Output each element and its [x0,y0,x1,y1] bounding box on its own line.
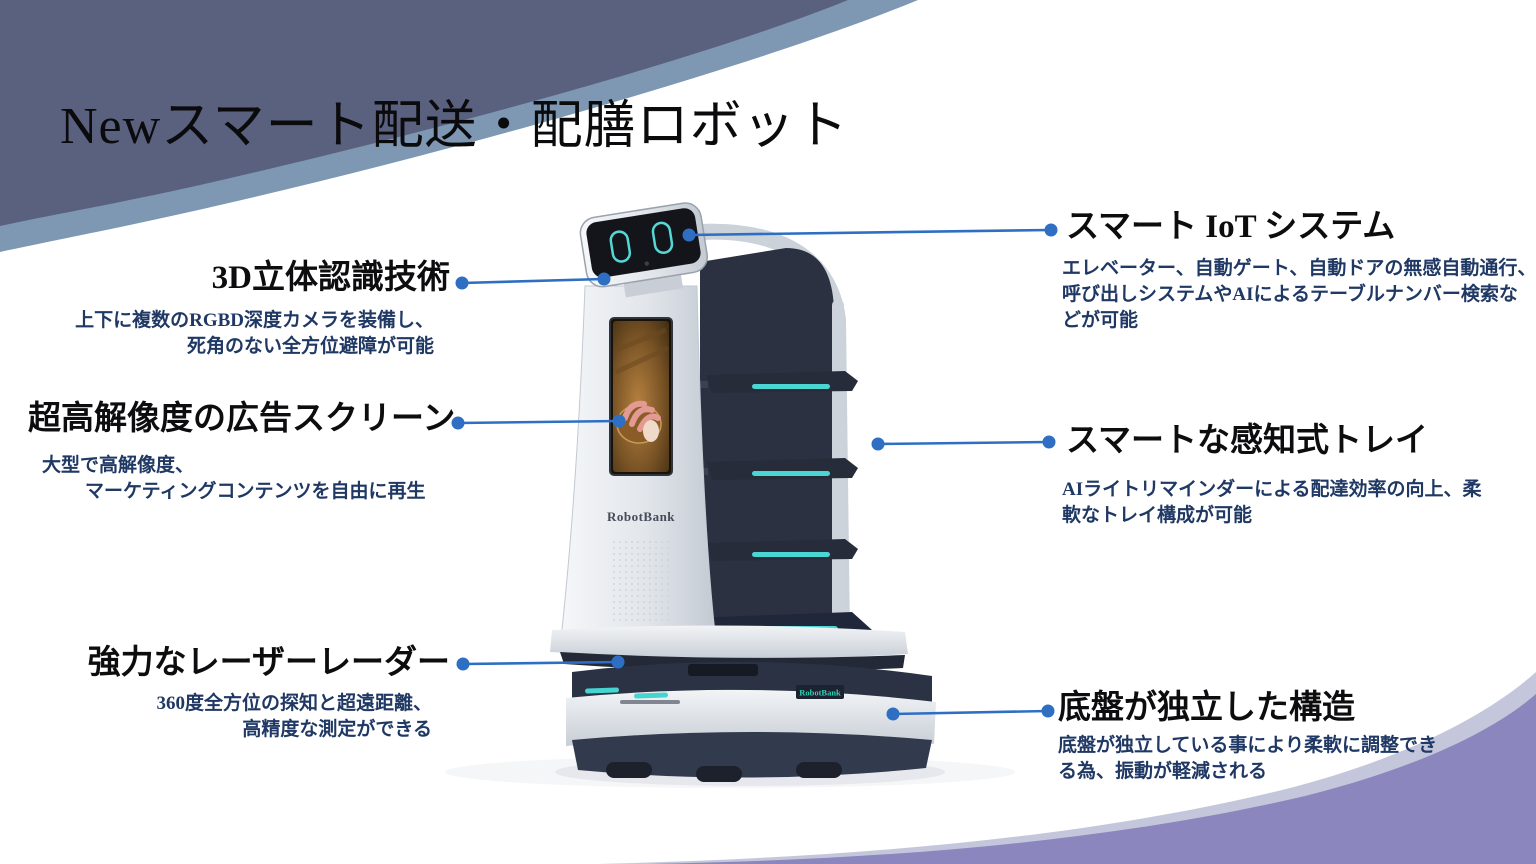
callout-line-iot [682,223,1058,242]
tray-shelf-3 [676,539,858,561]
pillar-brand-text: RobotBank [607,509,675,524]
callout-body-line: 高精度な測定ができる [242,719,432,740]
callout-body-line: 上下に複数のRGBD深度カメラを装備し、 [75,310,434,331]
bottom-right-swoosh-purple [648,694,1536,864]
connector-line [688,228,1052,237]
tray-led-strip [752,471,830,476]
connector-line [877,440,1050,446]
head-camera-dot [644,261,650,266]
callout-heading: スマート IoT システム [1066,209,1396,245]
callout-sensing-tray: スマートな感知式トレイ AIライトリマインダーによる配達効率の向上、柔 軟なトレ… [1062,421,1482,529]
callout-body: AIライトリマインダーによる配達効率の向上、柔 軟なトレイ構成が可能 [1062,477,1482,529]
callout-body: 底盤が独立している事により柔軟に調整でき る為、振動が軽減される [1058,733,1437,785]
connector-dot [886,707,900,721]
callout-line-base [886,704,1055,721]
callout-heading: 底盤が独立した構造 [1058,690,1355,726]
connector-dot [597,272,611,286]
tray-led-strip [752,552,830,557]
connector-dot [611,655,625,669]
callout-body: 上下に複数のRGBD深度カメラを装備し、 死角のない全方位避障が可能 [75,308,434,360]
eye-left [609,230,632,263]
callout-body: エレベーター、自動ゲート、自動ドアの無感自動通行、 呼び出しシステムやAIによる… [1062,256,1536,334]
pillar-speaker-grill [612,540,672,622]
callout-body-line: 軟なトレイ構成が可能 [1062,505,1253,526]
callout-heading: 強力なレーザーレーダー [87,645,450,681]
callout-body-line: 死角のない全方位避障が可能 [186,336,434,357]
base-vent [620,700,680,704]
connector-dot [1042,435,1056,449]
wheel [606,762,652,778]
callout-body: 大型で高解像度、 マーケティングコンテンツを自由に再生 [42,453,455,505]
callout-line-3d [455,272,611,290]
callout-body: 360度全方位の探知と超遠距離、 高精度な測定ができる [88,691,432,743]
base-led-strip-left [585,687,620,694]
robot-base: RobotBank [566,661,936,782]
callout-heading: 3D立体認識技術 [211,260,450,296]
base-brand-badge [796,685,844,699]
callout-iot-system: スマート IoT システム エレベーター、自動ゲート、自動ドアの無感自動通行、 … [1062,207,1536,334]
base-wheels [606,762,842,782]
connector-dot [456,657,470,671]
callout-body-line: 呼び出しシステムやAIによるテーブルナンバー検索な [1062,284,1518,305]
callout-body-line: 底盤が独立している事により柔軟に調整でき [1058,735,1438,756]
base-skirt [572,732,932,778]
callout-laser-radar: 強力なレーザーレーダー 360度全方位の探知と超遠距離、 高精度な測定ができる [88,643,450,743]
connector-dot [612,414,626,428]
connector-line [461,277,605,285]
wheel [796,762,842,778]
callout-3d-recognition: 3D立体認識技術 上下に複数のRGBD深度カメラを装備し、 死角のない全方位避障… [75,258,450,360]
connector-dot [871,437,885,451]
eye-right [651,221,674,255]
base-led-strip-right [634,692,669,699]
callout-line-tray [871,435,1056,451]
callout-heading: 超高解像度の広告スクリーン [28,401,456,437]
callout-body-line: マーケティングコンテンツを自由に再生 [85,481,426,502]
ad-screen-image [613,321,669,472]
callout-body-line: る為、振動が軽減される [1058,761,1268,782]
base-brand-text: RobotBank [799,688,841,698]
base-sensor-module [688,664,758,676]
tray-led-strip [752,384,830,389]
callout-body-line: 360度全方位の探知と超遠距離、 [156,693,432,714]
connector-dot [1041,704,1055,718]
callout-independent-chassis: 底盤が独立した構造 底盤が独立している事により柔軟に調整でき る為、振動が軽減さ… [1058,688,1437,785]
callout-body-line: エレベーター、自動ゲート、自動ドアの無感自動通行、 [1062,258,1536,279]
top-left-swoosh-dark [0,0,848,226]
callout-heading: スマートな感知式トレイ [1066,423,1429,459]
connector-dot [1044,223,1058,237]
connector-line [462,660,619,666]
robot-rear-slab [700,248,834,646]
connector-line [457,419,620,425]
ad-screen-wood-planks [614,327,670,375]
callout-lines [451,223,1058,721]
tower-base-plate [550,625,908,659]
callout-line-laser [456,655,625,671]
callout-body-line: どが可能 [1062,310,1139,331]
wheel [696,766,742,782]
connector-line [892,709,1049,716]
callout-line-screen [451,414,626,430]
connector-dot [451,416,465,430]
page-title: Newスマート配送・配膳ロボット [60,97,849,155]
callout-ad-screen: 超高解像度の広告スクリーン 大型で高解像度、 マーケティングコンテンツを自由に再… [28,399,455,505]
connector-dot [682,228,696,242]
ad-screen-meat [622,400,661,432]
callout-body-line: 大型で高解像度、 [42,455,195,476]
callout-body-line: AIライトリマインダーによる配達効率の向上、柔 [1062,479,1482,500]
robot-head [579,202,708,298]
connector-dot [455,276,469,290]
ad-screen-meat-slice [643,420,659,442]
